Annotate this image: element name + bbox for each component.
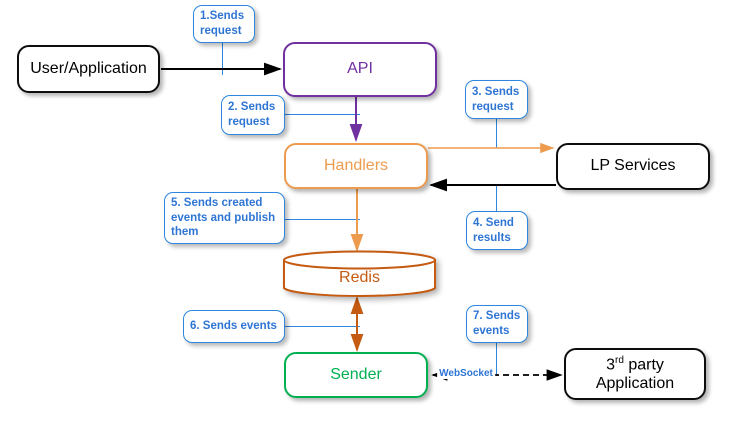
node-user-application-label: User/Application <box>30 59 147 77</box>
callout-6-text: 6. Sends events <box>190 320 277 333</box>
callout-5[interactable]: 5. Sends created events and publish them <box>164 192 285 244</box>
node-api-label: API <box>347 60 373 78</box>
callout-2[interactable]: 2. Sends request <box>221 95 285 135</box>
leader-line-callout-1 <box>222 42 224 75</box>
callout-3[interactable]: 3. Sends request <box>465 80 528 119</box>
leader-line-callout-3 <box>496 118 498 148</box>
node-lp-services[interactable]: LP Services <box>556 143 710 190</box>
callout-6[interactable]: 6. Sends events <box>183 310 285 343</box>
node-sender-label: Sender <box>330 365 382 383</box>
callout-2-text: 2. Sends request <box>228 101 276 128</box>
node-sender[interactable]: Sender <box>284 352 428 398</box>
leader-line-callout-4 <box>496 186 498 212</box>
leader-line-callout-6 <box>284 326 360 328</box>
callout-5-text: 5. Sends created events and publish them <box>171 196 276 239</box>
node-handlers[interactable]: Handlers <box>284 143 428 189</box>
callout-7[interactable]: 7. Sends events <box>466 305 528 343</box>
node-api[interactable]: API <box>283 42 437 97</box>
callout-4-text: 4. Send results <box>473 216 514 244</box>
callout-1[interactable]: 1.Sends request <box>193 5 255 43</box>
callout-4[interactable]: 4. Send results <box>466 211 528 250</box>
leader-line-callout-7 <box>496 341 498 376</box>
callout-7-text: 7. Sends events <box>473 310 521 337</box>
leader-line-callout-2 <box>284 114 360 116</box>
node-redis[interactable]: Redis <box>282 250 437 298</box>
websocket-label: WebSocket <box>437 368 495 379</box>
node-redis-label: Redis <box>339 269 380 286</box>
leader-line-callout-5 <box>284 219 360 221</box>
callout-1-text: 1.Sends request <box>200 10 245 37</box>
node-third-party-line2: Application <box>595 374 675 392</box>
node-handlers-label: Handlers <box>323 156 389 174</box>
node-third-party-application[interactable]: 3rd party Application <box>564 348 706 400</box>
node-lp-services-label: LP Services <box>590 157 676 175</box>
node-user-application[interactable]: User/Application <box>17 45 160 93</box>
node-third-party-line1: 3rd party <box>606 354 664 374</box>
callout-3-text: 3. Sends request <box>472 85 520 113</box>
